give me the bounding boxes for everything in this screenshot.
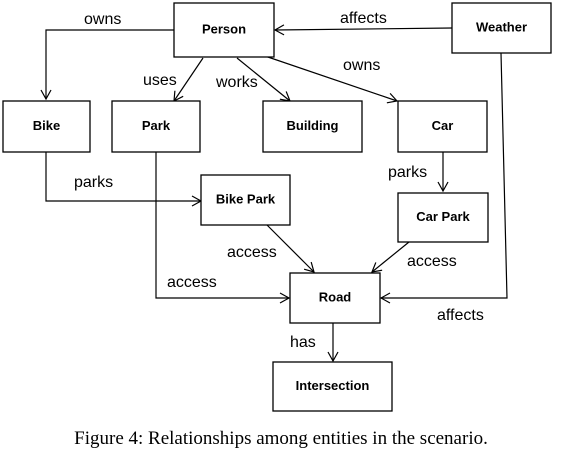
edges [40, 24, 508, 363]
node-road: Road [289, 272, 381, 324]
edge-person-owns-bike [40, 29, 174, 101]
edge-weather-affects-road [379, 52, 508, 304]
edge-weather-affects-person [273, 24, 453, 36]
edge-label-bike-parks-bike-park: parks [74, 174, 113, 191]
edge-bike-park-access-road [266, 224, 315, 273]
node-car: Car [397, 100, 488, 153]
node-car-park-label: Car Park [416, 209, 470, 224]
node-car-park: Car Park [397, 192, 489, 243]
node-road-label: Road [319, 289, 352, 304]
node-park: Park [111, 100, 201, 153]
edge-car-park-access-road [371, 241, 410, 273]
node-park-label: Park [142, 118, 171, 133]
node-person-label: Person [202, 21, 246, 36]
nodes: Person Weather Bike Park Building Car Bi… [2, 2, 552, 412]
edge-label-park-access-road: access [167, 274, 217, 291]
edge-label-person-works-building: works [215, 74, 258, 91]
edge-label-bike-park-access-road: access [227, 244, 277, 261]
edge-label-weather-affects-road: affects [437, 307, 484, 324]
node-person: Person [173, 2, 275, 58]
edge-label-person-uses-park: uses [143, 72, 177, 89]
node-bike-label: Bike [33, 118, 60, 133]
node-bike: Bike [2, 100, 91, 153]
edge-person-uses-park [173, 57, 204, 103]
node-intersection: Intersection [272, 361, 393, 412]
edge-label-car-parks-car-park: parks [388, 164, 427, 181]
edge-park-access-road [155, 152, 291, 304]
edge-label-car-park-access-road: access [407, 253, 457, 270]
node-bike-park: Bike Park [200, 174, 291, 226]
edge-bike-parks-bike-park [45, 152, 203, 207]
edge-labels: owns affects uses works owns parks parks… [74, 10, 484, 351]
node-building: Building [262, 100, 363, 153]
figure-caption: Figure 4: Relationships among entities i… [74, 428, 488, 449]
node-weather: Weather [451, 2, 552, 54]
edge-label-person-owns-bike: owns [84, 11, 121, 28]
node-weather-label: Weather [476, 19, 527, 34]
edge-label-road-has-intersection: has [290, 334, 316, 351]
node-intersection-label: Intersection [296, 378, 370, 393]
edge-label-weather-affects-person: affects [340, 10, 387, 27]
edge-person-owns-car [261, 54, 399, 104]
node-building-label: Building [287, 118, 339, 133]
node-bike-park-label: Bike Park [216, 191, 276, 206]
edge-person-works-building [236, 57, 291, 102]
edge-label-person-owns-car: owns [343, 57, 380, 74]
node-car-label: Car [432, 118, 454, 133]
